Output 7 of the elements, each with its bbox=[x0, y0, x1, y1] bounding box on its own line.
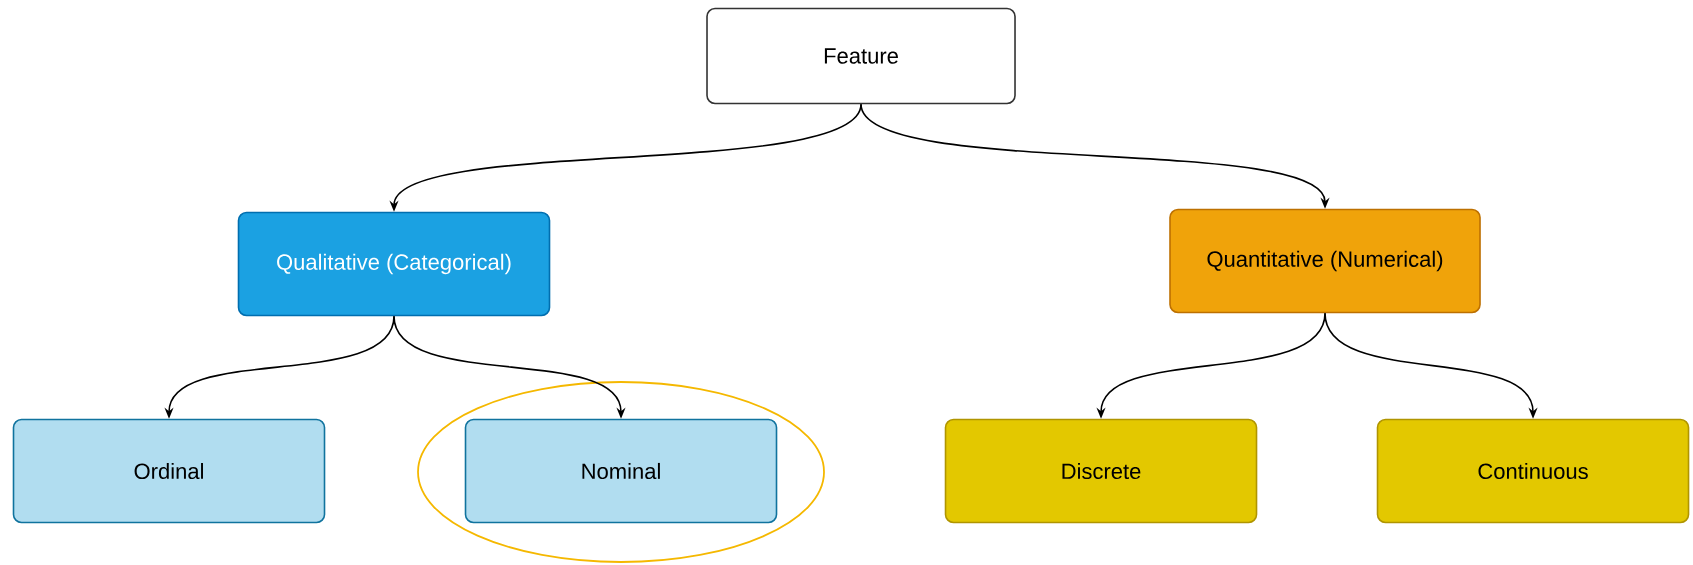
box: Ordinal bbox=[12, 418, 326, 524]
box: Qualitative (Categorical) bbox=[237, 211, 551, 317]
box: Quantitative (Numerical) bbox=[1169, 208, 1481, 314]
box: Nominal bbox=[464, 418, 778, 524]
box: Continuous bbox=[1376, 418, 1690, 524]
box: Discrete bbox=[944, 418, 1258, 524]
box: Feature bbox=[706, 7, 1016, 105]
